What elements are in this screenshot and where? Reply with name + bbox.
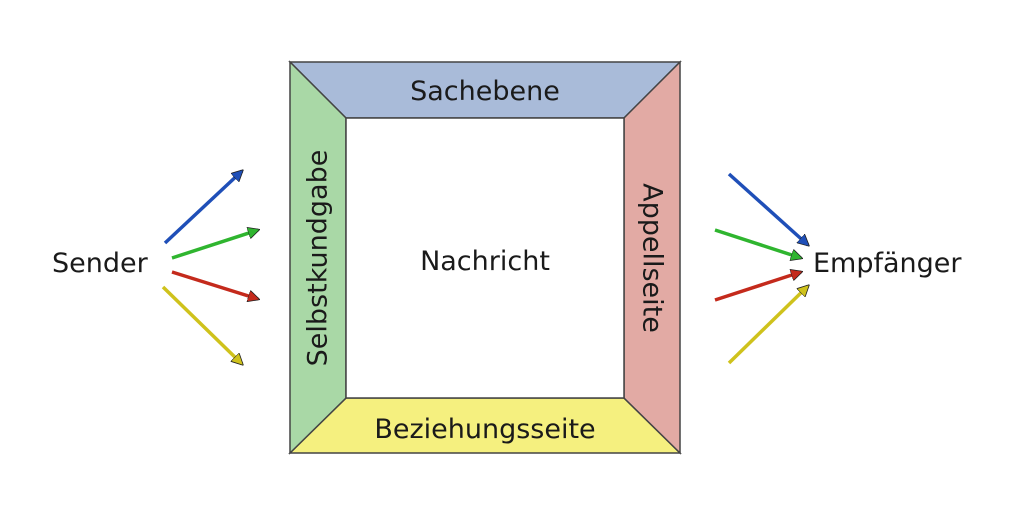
yellow-arrow-icon [161,285,242,364]
bottom-label: Beziehungsseite [374,414,595,445]
green-arrow-icon [714,228,801,258]
top-label: Sachebene [410,76,560,107]
left-label: Selbstkundgabe [303,150,334,367]
receiver-arrows [714,172,808,365]
center-label: Nachricht [420,246,550,277]
message-frame [288,60,682,455]
red-arrow-icon [171,270,258,299]
center-box-nachricht [345,117,625,399]
sender-label: Sender [52,248,149,279]
blue-arrow-icon [163,171,242,245]
yellow-arrow-icon [727,286,808,365]
sender-arrows [161,171,258,364]
right-label: Appellseite [637,183,668,333]
green-arrow-icon [171,230,258,260]
receiver-label: Empfänger [813,248,962,279]
red-arrow-icon [714,272,801,302]
blue-arrow-icon [727,172,808,245]
